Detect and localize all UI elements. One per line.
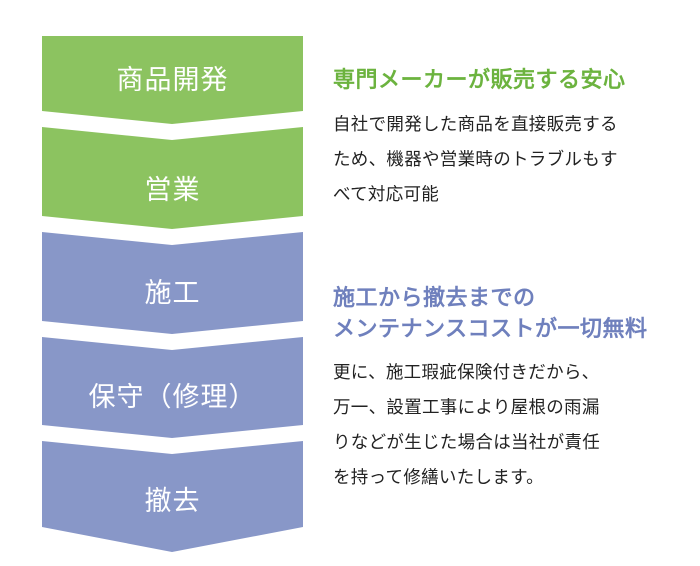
step-5-chevron: [42, 441, 303, 552]
section-1-body-line: ため、機器や営業時のトラブルもす: [333, 150, 618, 170]
section-1-heading: 専門メーカーが販売する安心: [333, 65, 626, 96]
step-4-label: 保守（修理）: [88, 382, 257, 413]
section-2-body: 更に、施工瑕疵保険付きだから、 万一、設置工事により屋根の雨漏 りなどが生じた場…: [333, 356, 600, 496]
section-1-body-line: べて対応可能: [333, 185, 440, 205]
step-2-chevron: [42, 127, 303, 229]
section-2-body-line: を持って修繕いたします。: [333, 468, 544, 488]
step-2-label: 営業: [144, 175, 201, 206]
section-2-body-line: 万一、設置工事により屋根の雨漏: [333, 398, 600, 418]
section-2-body-line: 更に、施工瑕疵保険付きだから、: [333, 363, 600, 383]
step-4-chevron: [42, 337, 303, 438]
step-1-label: 商品開発: [116, 65, 229, 96]
section-2-heading-line: 施工から撤去までの: [333, 286, 536, 311]
section-1-body: 自社で開発した商品を直接販売する ため、機器や営業時のトラブルもす べて対応可能: [333, 108, 618, 213]
step-5-label: 撤去: [144, 486, 201, 517]
section-2-body-line: りなどが生じた場合は当社が責任: [333, 433, 600, 453]
step-3-chevron: [42, 232, 303, 334]
section-2-heading: 施工から撤去までの メンテナンスコストが一切無料: [333, 283, 648, 345]
section-2-heading-line: メンテナンスコストが一切無料: [333, 317, 648, 342]
section-1-body-line: 自社で開発した商品を直接販売する: [333, 115, 618, 135]
step-1-chevron: [42, 36, 303, 124]
section-1-heading-line: 専門メーカーが販売する安心: [333, 68, 626, 93]
step-3-label: 施工: [144, 278, 201, 309]
